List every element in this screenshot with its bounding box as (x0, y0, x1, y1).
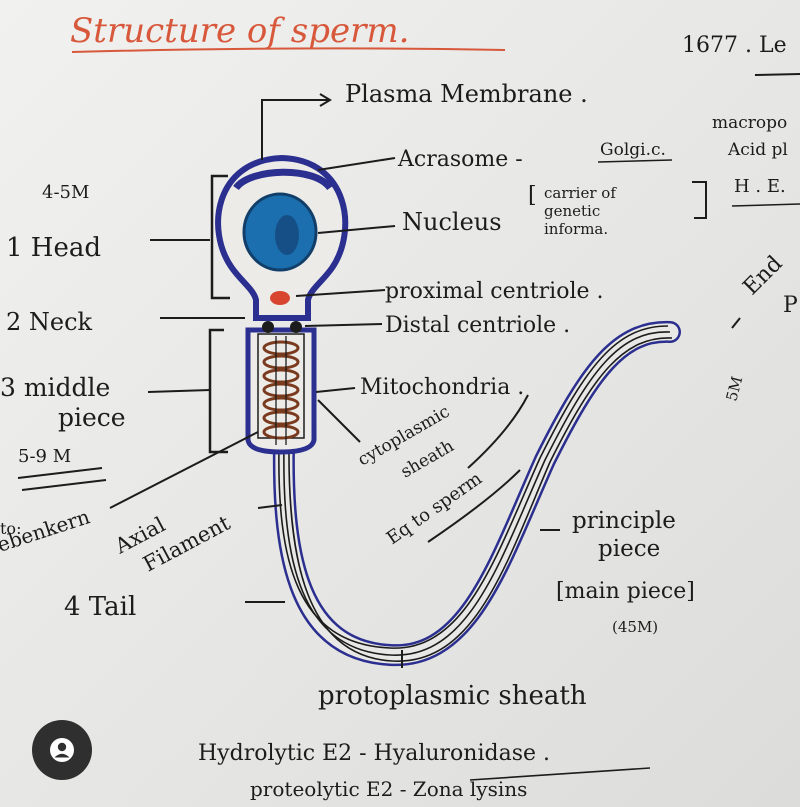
corner-note: 1677 . Le (682, 33, 787, 58)
sperm-head (215, 154, 349, 333)
label-hydrolytic: Hydrolytic E2 - Hyaluronidase . (198, 741, 550, 766)
diagram-title: Structure of sperm. (70, 11, 409, 51)
label-size-principle: (45M) (612, 618, 658, 636)
label-tail: 4 Tail (64, 592, 136, 622)
label-middle-1: 3 middle (0, 373, 110, 402)
sperm-tail (272, 320, 681, 667)
label-carrier-1: carrier of (544, 184, 617, 202)
label-carrier-2: genetic (544, 202, 600, 220)
middle-inner (257, 333, 305, 439)
corner-underline (754, 73, 800, 76)
label-size-tail: 5M (722, 374, 746, 403)
he-underline (731, 203, 800, 207)
distal-centriole-dot-right (290, 321, 302, 333)
person-icon (50, 738, 74, 762)
size-middle-underline (17, 467, 107, 491)
sperm-middle-piece (245, 327, 317, 455)
label-neck: 2 Neck (6, 308, 93, 336)
proximal-centriole-dot (270, 291, 290, 305)
label-macropo: macropo (712, 113, 787, 133)
nucleus-inner (275, 215, 299, 255)
label-middle-2: piece (58, 403, 126, 432)
label-proteolytic: proteolytic E2 - Zona lysins (250, 777, 527, 801)
label-head: 1 Head (6, 233, 101, 263)
label-nebenkern-1: to: (0, 519, 21, 538)
distal-centriole-dot-left (262, 321, 274, 333)
middle-bracket (208, 328, 228, 454)
label-size-head: 4-5M (42, 182, 89, 203)
label-nucleus: Nucleus (402, 208, 502, 236)
label-distal-centriole: Distal centriole . (385, 313, 570, 338)
title-underline (71, 47, 506, 53)
pointer-lines (109, 93, 741, 668)
label-principle-1: principle (572, 508, 676, 534)
label-nebenkern-2: ebenkern (0, 504, 93, 556)
acrosome-cap (233, 168, 333, 191)
nucleus-bracket-close (692, 181, 707, 219)
mitochondria-coils (262, 340, 300, 440)
label-size-middle: 5-9 M (18, 446, 71, 467)
axial-strand-1 (278, 325, 669, 649)
label-golgi: Golgi.c. (600, 140, 666, 160)
label-proximal-centriole: proximal centriole . (385, 279, 604, 304)
label-end-1: End (739, 251, 788, 300)
head-bracket (210, 174, 230, 300)
label-mitochondria: Mitochondria . (360, 375, 524, 400)
axial-strand-3 (288, 337, 673, 662)
avatar-button[interactable] (32, 720, 92, 780)
label-protoplasmic-sheath: protoplasmic sheath (318, 681, 587, 711)
label-acrosome: Acrasome - (397, 147, 523, 172)
label-plasma-membrane: Plasma Membrane . (345, 80, 588, 108)
label-he: H . E. (734, 176, 786, 197)
label-main-piece: [main piece] (556, 579, 695, 604)
nucleus-bracket-open: [ (528, 183, 537, 208)
zona-underline (469, 767, 651, 781)
label-carrier-3: informa. (544, 220, 608, 238)
golgi-underline (597, 159, 673, 163)
label-end-2: P (783, 293, 798, 318)
axial-strand-2 (283, 331, 671, 656)
label-principle-2: piece (598, 536, 660, 562)
label-acid: Acid pl (727, 140, 788, 160)
